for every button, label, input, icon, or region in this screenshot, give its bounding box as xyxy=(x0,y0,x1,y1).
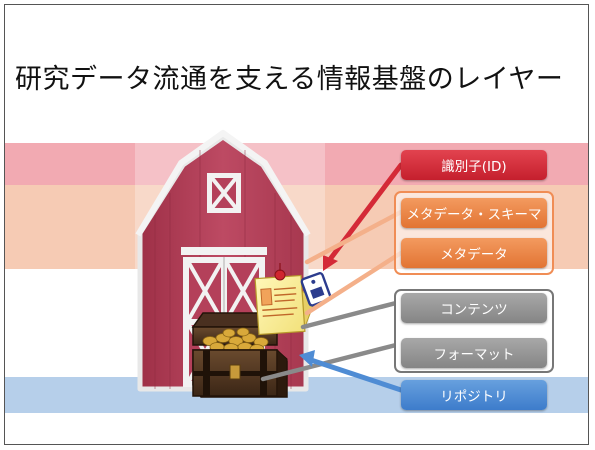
treasure-chest-illustration xyxy=(191,312,288,398)
label-identifier: 識別子(ID) xyxy=(401,150,547,180)
label-metadata: メタデータ xyxy=(401,238,547,268)
label-metadata-schema: メタデータ・スキーマ xyxy=(401,198,547,228)
slide-title: 研究データ流通を支える情報基盤のレイヤー xyxy=(15,64,564,95)
connector-arrows xyxy=(260,162,404,393)
label-content: コンテンツ xyxy=(401,293,547,323)
label-format: フォーマット xyxy=(401,338,547,368)
layer-illustration xyxy=(135,130,404,398)
slide-frame: 研究データ流通を支える情報基盤のレイヤー xyxy=(4,4,589,445)
label-repository: リポジトリ xyxy=(401,380,547,410)
metadata-document-illustration xyxy=(254,263,332,336)
